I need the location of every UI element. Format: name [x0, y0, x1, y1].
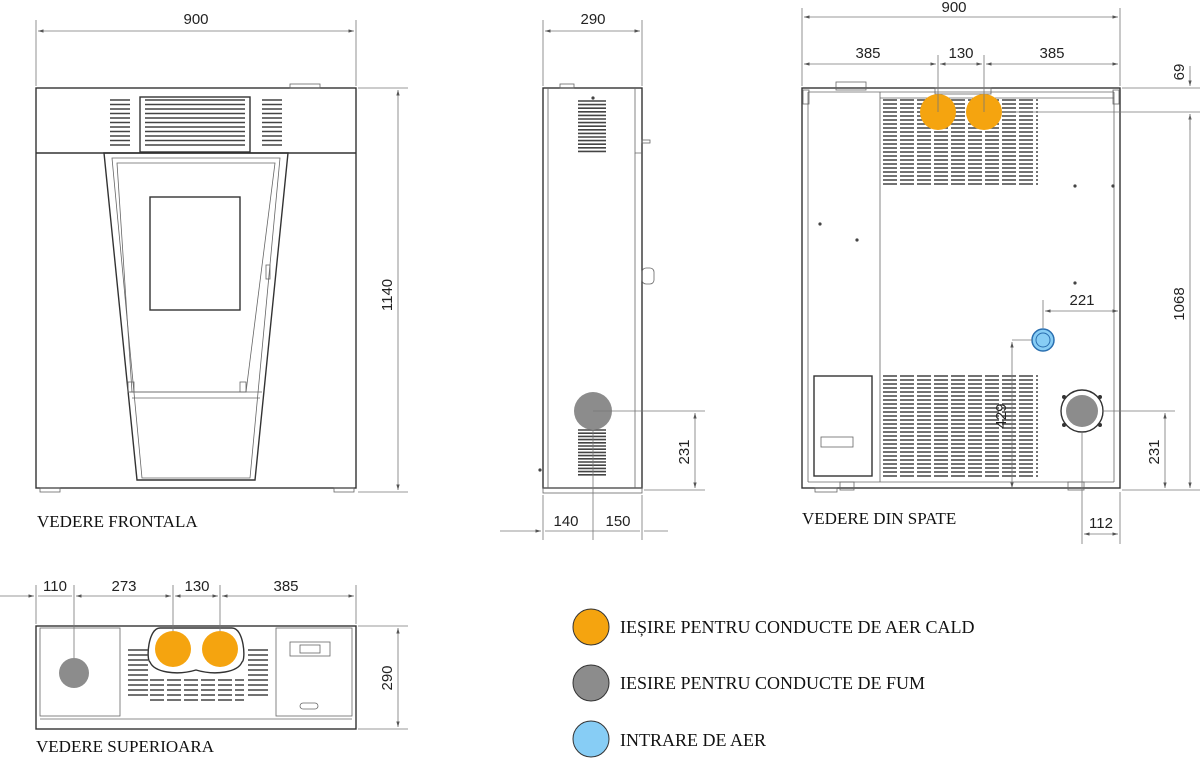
top-dim-d-label: 385 [273, 578, 298, 595]
front-vent-grille [110, 99, 282, 146]
top-dim-a-label: 110 [43, 578, 67, 595]
back-mid-label: 130 [948, 45, 973, 62]
side-depth-label: 290 [580, 11, 605, 28]
top-view [35, 625, 357, 730]
back-air-offset-label: 221 [1069, 292, 1094, 309]
legend-item-hot-air: IEȘIRE PENTRU CONDUCTE DE AER CALD [572, 608, 975, 646]
back-right-label: 385 [1039, 45, 1064, 62]
top-dim-c-label: 130 [184, 578, 209, 595]
top-hot-air-outlet-right [202, 631, 238, 667]
back-air-inlet [1031, 328, 1055, 352]
top-dim-b-label: 273 [111, 578, 136, 595]
back-smoke-outlet [1066, 395, 1098, 427]
legend-item-smoke: IESIRE PENTRU CONDUCTE DE FUM [572, 664, 925, 702]
top-depth-dimension: 290 [358, 625, 408, 730]
legend-swatch-air-in [572, 720, 610, 758]
side-view [538, 83, 655, 494]
side-flue-height-dimension: 231 [593, 410, 705, 491]
back-view [801, 81, 1121, 493]
back-outlet-spacing-dimension: 385 130 385 [804, 45, 1118, 112]
front-width-dimension: 900 [35, 11, 357, 86]
back-view-caption: VEDERE DIN SPATE [802, 509, 956, 528]
side-offset-front-label: 140 [553, 513, 578, 530]
side-offset-dimension: 140 150 [500, 430, 668, 540]
front-height-dimension: 1140 [358, 87, 408, 493]
front-height-label: 1140 [379, 279, 396, 311]
top-width-dimension: 110 273 130 385 [0, 578, 357, 658]
back-vent-lower [883, 375, 1038, 477]
back-air-height-dimension: 429 [993, 339, 1032, 488]
back-vent-upper [883, 99, 1038, 185]
legend-label-air-in: INTRARE DE AER [620, 730, 766, 750]
legend-label-hot-air: IEȘIRE PENTRU CONDUCTE DE AER CALD [620, 617, 975, 637]
front-width-label: 900 [183, 11, 208, 28]
back-air-offset-dimension: 221 [1042, 292, 1118, 328]
back-left-label: 385 [855, 45, 880, 62]
front-view-caption: VEDERE FRONTALA [37, 512, 198, 531]
legend: IEȘIRE PENTRU CONDUCTE DE AER CALD IESIR… [572, 608, 975, 758]
back-width-dimension: 900 [801, 0, 1121, 86]
front-view [35, 83, 357, 493]
side-depth-dimension: 290 [542, 11, 643, 86]
side-vent-top [578, 100, 606, 153]
top-vent-grille [128, 649, 268, 701]
back-width-label: 900 [941, 0, 966, 16]
top-depth-label: 290 [379, 665, 396, 690]
back-flue-height-dimension: 231 [1103, 410, 1175, 488]
back-height-label: 1068 [1171, 287, 1188, 320]
back-air-height-label: 429 [993, 403, 1010, 428]
back-flue-height-label: 231 [1146, 439, 1163, 464]
back-height-dimension: 1068 [1122, 114, 1200, 491]
side-flue-height-label: 231 [676, 439, 693, 464]
top-view-caption: VEDERE SUPERIOARA [36, 737, 215, 756]
side-vent-bottom [578, 429, 606, 476]
back-flue-offset-label: 112 [1089, 515, 1113, 532]
back-top-offset-label: 69 [1171, 64, 1188, 81]
side-offset-back-label: 150 [605, 513, 630, 530]
legend-label-smoke: IESIRE PENTRU CONDUCTE DE FUM [620, 673, 925, 693]
top-smoke-outlet [59, 658, 89, 688]
legend-swatch-smoke [572, 664, 610, 702]
legend-item-air-in: INTRARE DE AER [572, 720, 766, 758]
top-hot-air-outlet-left [155, 631, 191, 667]
back-flue-offset-dimension: 112 [1081, 432, 1121, 544]
legend-swatch-hot-air [572, 608, 610, 646]
